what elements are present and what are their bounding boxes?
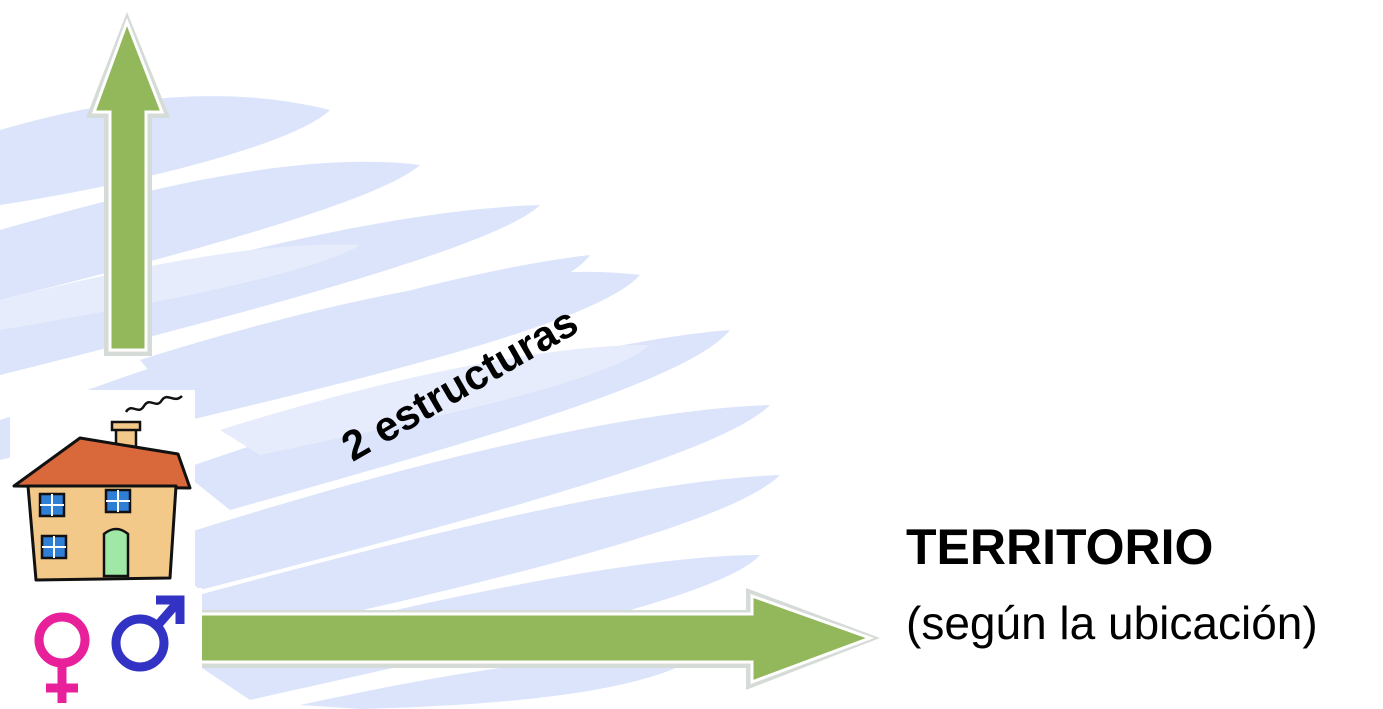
territory-title: TERRITORIO — [906, 519, 1214, 575]
male-symbol-icon — [111, 595, 185, 672]
female-symbol-icon — [34, 612, 90, 703]
house-icon — [10, 390, 195, 585]
territory-subtitle: (según la ubicación) — [906, 597, 1318, 649]
gender-symbols — [22, 588, 202, 709]
